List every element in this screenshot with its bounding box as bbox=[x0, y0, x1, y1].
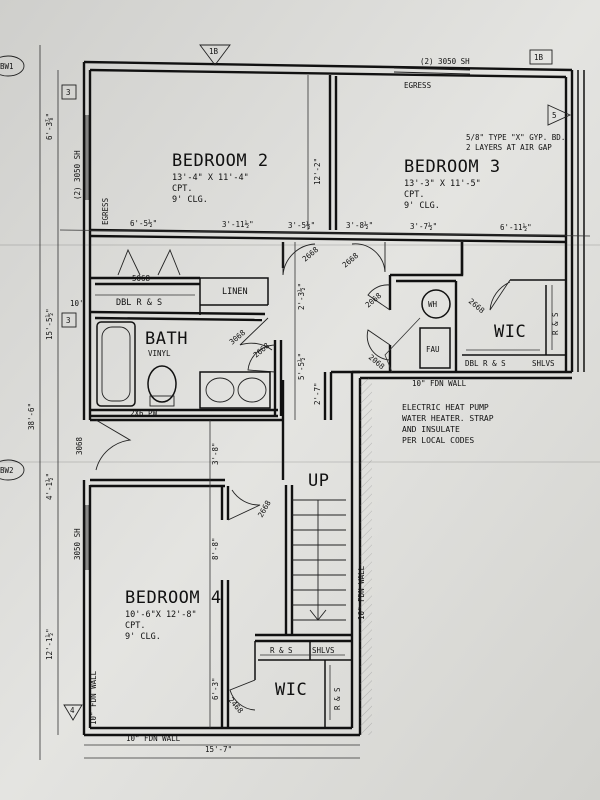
tag-1b-right: 1B bbox=[534, 53, 544, 62]
note-line-1: ELECTRIC HEAT PUMP bbox=[402, 403, 489, 412]
dimension-lines bbox=[0, 45, 600, 760]
window-left-label: (2) 3050 SH bbox=[73, 150, 82, 200]
dim-5-5: 5'-5½" bbox=[297, 353, 306, 380]
doors bbox=[95, 242, 511, 711]
dim-3-11: 3'-11½" bbox=[222, 220, 254, 229]
dim-6-5: 6'-5½" bbox=[130, 219, 157, 228]
bedroom3-size: 13'-3" X 11'-5" bbox=[404, 179, 481, 189]
stairs bbox=[292, 499, 346, 621]
mechanical-fixtures bbox=[419, 289, 451, 369]
wic-upper-label: WIC bbox=[494, 322, 526, 342]
note-leader bbox=[384, 317, 421, 373]
foundation-hatch bbox=[360, 378, 372, 735]
dim-left-38: 38'-6" bbox=[27, 403, 36, 430]
bedroom4-floor: CPT. bbox=[125, 621, 145, 631]
dim-left-4-1: 4'-1½" bbox=[45, 473, 54, 500]
bedroom2-ceiling: 9' CLG. bbox=[172, 195, 208, 205]
bedroom2-title: BEDROOM 2 bbox=[172, 151, 269, 171]
door-5068-label: 5068 bbox=[132, 274, 151, 283]
dim-3-8: 3'-8½" bbox=[346, 221, 373, 230]
bath-title: BATH bbox=[145, 329, 188, 349]
dim-left-6-3: 6'-3⅞" bbox=[45, 113, 54, 140]
wic-lower-label: WIC bbox=[275, 680, 307, 700]
note-line-3: AND INSULATE bbox=[402, 425, 460, 434]
window-top-label: (2) 3050 SH bbox=[420, 57, 470, 66]
note-line-2: WATER HEATER. STRAP bbox=[402, 414, 494, 423]
shlvs-upper-label: SHLVS bbox=[532, 359, 555, 368]
bedroom3-ceiling: 9' CLG. bbox=[404, 201, 440, 211]
window-b4-label: 3050 SH bbox=[73, 528, 82, 560]
wh-label: WH bbox=[428, 300, 438, 309]
fdn-wall-upper: 10" FDN WALL bbox=[412, 379, 467, 388]
dbl-rs-label: DBL R & S bbox=[116, 298, 162, 308]
egress-top-label: EGRESS bbox=[404, 81, 432, 90]
bath-fixtures bbox=[96, 321, 271, 409]
bedroom2-floor: CPT. bbox=[172, 184, 192, 194]
bedroom3-floor: CPT. bbox=[404, 190, 424, 200]
linen-label: LINEN bbox=[222, 287, 248, 297]
dim-12-2: 12'-2" bbox=[313, 158, 322, 185]
dim-6-3: 6'-3" bbox=[211, 677, 220, 700]
dim-3-7: 3'-7½" bbox=[410, 222, 437, 231]
dim-8-8: 8'-8" bbox=[211, 537, 220, 560]
egress-left-label: EGRESS bbox=[101, 197, 110, 225]
dim-3-8-v: 3'-8" bbox=[211, 442, 220, 465]
fdn-wall-bottom: 10" FDN WALL bbox=[126, 734, 181, 743]
air-gap-note: 2 LAYERS AT AIR GAP bbox=[466, 143, 552, 152]
fdn-wall-left: 10" FDN WALL bbox=[89, 670, 98, 725]
tag-5: 5 bbox=[552, 111, 557, 120]
dim-ten: 10' bbox=[70, 299, 84, 308]
dim-2-3: 2'-3½" bbox=[297, 283, 306, 310]
tag-3a: 3 bbox=[66, 88, 71, 97]
stair-up-label: UP bbox=[308, 471, 329, 491]
note-line-4: PER LOCAL CODES bbox=[402, 436, 474, 445]
bedroom2-size: 13'-4" X 11'-4" bbox=[172, 173, 249, 183]
tag-4: 4 bbox=[70, 706, 75, 715]
rs-lower-label: R & S bbox=[270, 646, 293, 655]
windows bbox=[85, 67, 471, 570]
door-3068-hall: 3068 bbox=[75, 436, 84, 455]
bedroom3-title: BEDROOM 3 bbox=[404, 157, 501, 177]
tag-3b: 3 bbox=[66, 316, 71, 325]
tag-bw1: BW1 bbox=[0, 62, 14, 71]
bedroom4-ceiling: 9' CLG. bbox=[125, 632, 161, 642]
closet-rods bbox=[95, 285, 553, 720]
bedroom4-size: 10'-6"X 12'-8" bbox=[125, 610, 197, 620]
bedroom4-title: BEDROOM 4 bbox=[125, 588, 222, 608]
fau-label: FAU bbox=[426, 345, 440, 354]
dim-3-5: 3'-5½" bbox=[288, 221, 315, 230]
rs-lower-vertical: R & S bbox=[333, 687, 342, 710]
bath-floor: VINYL bbox=[148, 349, 171, 358]
tag-1b-left: 1B bbox=[209, 47, 219, 56]
type-x-note: 5/8" TYPE "X" GYP. BD. bbox=[466, 133, 565, 142]
shlvs-lower-label: SHLVS bbox=[312, 646, 335, 655]
dim-left-12-1: 12'-1½" bbox=[45, 628, 54, 660]
dim-bottom: 15'-7" bbox=[205, 745, 232, 754]
pw-label: 2X6 PW bbox=[130, 409, 158, 418]
dim-left-15-5: 15'-5½" bbox=[45, 308, 54, 340]
fdn-wall-stair: 10" FDN WALL bbox=[357, 565, 366, 620]
dbl-rs-upper-label: DBL R & S bbox=[465, 359, 506, 368]
rs-upper-vertical: R & S bbox=[551, 312, 560, 335]
section-tags: 1B 1B BW1 BW2 3 3 5 4 bbox=[0, 44, 572, 721]
dim-2-7: 2'-7" bbox=[313, 382, 322, 405]
dim-6-11: 6'-11½" bbox=[500, 223, 532, 232]
tag-bw2: BW2 bbox=[0, 466, 14, 475]
